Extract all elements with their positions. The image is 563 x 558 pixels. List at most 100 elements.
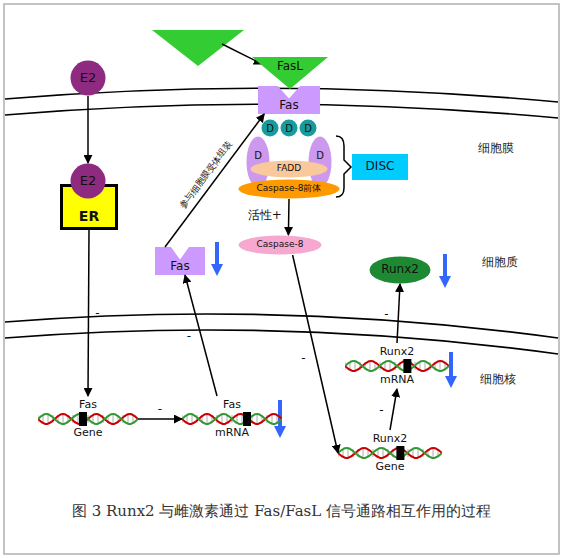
molecule-node: E2 xyxy=(70,163,106,199)
molecule-node: Caspase-8 xyxy=(238,235,322,255)
node-shape xyxy=(281,120,298,137)
node-label: E2 xyxy=(80,71,97,85)
edge-label: - xyxy=(301,351,305,365)
node-shape xyxy=(239,180,340,199)
base-pair xyxy=(420,362,421,370)
strand xyxy=(38,414,138,424)
base-pair xyxy=(425,362,426,370)
edge-label: - xyxy=(187,329,191,343)
figure-caption: 图 3 Runx2 与雌激素通过 Fas/FasL 信号通路相互作用的过程 xyxy=(20,502,543,521)
node-label: D xyxy=(254,150,262,161)
binding-arrow xyxy=(222,44,262,64)
base-pair xyxy=(222,415,223,423)
edge-label: - xyxy=(384,307,388,321)
base-pair xyxy=(418,449,419,457)
base-pair xyxy=(113,415,114,423)
node-label: FADD xyxy=(277,164,301,174)
gene-strand: FasmRNA xyxy=(182,396,282,442)
base-pair xyxy=(78,415,79,423)
molecule-node: D xyxy=(299,119,317,137)
node-label: Fas xyxy=(170,260,189,273)
strand xyxy=(338,448,442,458)
base-pair xyxy=(348,449,349,457)
molecule-node: E2 xyxy=(70,60,106,96)
edge-label: 参与细胞膜受体组装 xyxy=(176,138,235,211)
node-label: mRNA xyxy=(380,374,414,386)
region-label: 细胞质 xyxy=(482,254,518,271)
node-shape xyxy=(71,61,106,96)
edge-label: 活性+ xyxy=(248,207,282,224)
node-label: D xyxy=(266,123,274,134)
molecule-node: DISC xyxy=(352,154,408,180)
node-label: Runx2 xyxy=(380,346,415,358)
base-pair xyxy=(390,362,391,370)
base-pair xyxy=(128,415,129,423)
base-pair xyxy=(433,449,434,457)
node-label: DISC xyxy=(366,160,395,173)
node-label: Fas xyxy=(279,99,298,112)
pathway-arrow xyxy=(293,255,338,453)
base-pair xyxy=(355,362,356,370)
node-outline xyxy=(308,136,332,188)
node-label: Caspase-8 xyxy=(257,240,304,250)
node-label: D xyxy=(285,123,293,134)
node-shape xyxy=(247,137,270,188)
pathway-arrow xyxy=(288,199,290,235)
pathway-arrow xyxy=(88,230,89,396)
strand xyxy=(345,361,449,371)
node-shape xyxy=(252,57,328,89)
node-label: FasL xyxy=(277,60,303,73)
molecule-node: Fas xyxy=(258,86,320,114)
decrease-arrow xyxy=(449,352,453,382)
molecule-node: FADD xyxy=(250,160,328,178)
edge-label: - xyxy=(158,402,162,416)
node-shape xyxy=(251,161,328,178)
dna-helix xyxy=(345,358,449,374)
molecule-node: Runx2 xyxy=(369,256,431,284)
strand xyxy=(182,414,282,424)
node-label: ER xyxy=(79,209,99,224)
base-pair xyxy=(48,415,49,423)
pathway-arrow xyxy=(185,275,217,396)
dna-helix xyxy=(338,445,442,461)
molecule-node: D xyxy=(261,119,279,137)
pathway-arrow xyxy=(397,284,400,343)
decrease-arrow xyxy=(215,242,219,270)
gene-marker xyxy=(243,412,251,426)
figure-frame xyxy=(4,4,559,554)
nuclear-membrane-line xyxy=(5,314,558,338)
node-label: Runx2 xyxy=(381,263,419,276)
node-label: Fas xyxy=(79,399,97,411)
node-shape xyxy=(262,120,279,137)
molecule-node: D xyxy=(308,136,332,188)
pathway-arrow xyxy=(138,418,182,420)
pathway-arrow xyxy=(87,96,89,163)
node-shape xyxy=(370,257,431,284)
molecule-node: D xyxy=(246,136,270,188)
node-shape xyxy=(309,137,332,188)
gene-marker xyxy=(403,359,411,373)
dna-helix xyxy=(38,411,138,427)
base-pair xyxy=(257,415,258,423)
strand xyxy=(338,448,442,458)
base-pair xyxy=(363,449,364,457)
base-pair xyxy=(63,415,64,423)
strand xyxy=(38,414,138,424)
base-pair xyxy=(413,449,414,457)
gene-strand: Runx2Gene xyxy=(338,430,442,476)
gene-marker xyxy=(396,446,404,460)
strand xyxy=(182,414,282,424)
gene-marker xyxy=(79,412,87,426)
region-label: 细胞核 xyxy=(480,371,516,388)
node-shape xyxy=(71,164,106,199)
node-outline xyxy=(246,136,270,188)
gene-strand: Runx2 mRNA xyxy=(345,343,449,389)
nuclear-membrane-line xyxy=(5,330,558,354)
node-shape xyxy=(239,236,322,255)
edge-label: - xyxy=(379,403,383,417)
base-pair xyxy=(242,415,243,423)
node-shape xyxy=(258,86,320,114)
pathway-arrow xyxy=(165,114,264,247)
node-shape xyxy=(300,120,317,137)
dna-helix xyxy=(182,411,282,427)
